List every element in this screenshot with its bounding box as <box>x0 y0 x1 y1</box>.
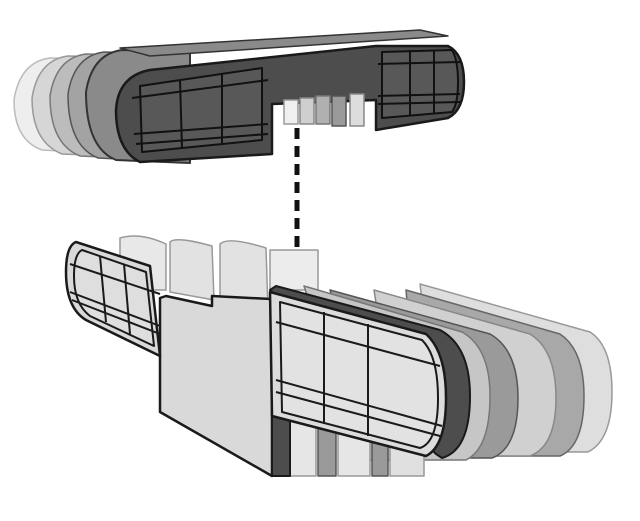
top-upper-edge <box>119 29 449 57</box>
bottom-grid-panel-left <box>64 240 162 358</box>
top-notch-slots <box>283 93 365 127</box>
top-assembly <box>13 29 466 164</box>
back-ghost-panel <box>269 249 319 291</box>
bottom-assembly <box>64 235 613 478</box>
top-grid-panel-right <box>377 49 461 119</box>
back-ghost-tab-2 <box>169 239 215 301</box>
bottom-grid-panel-right <box>268 285 471 459</box>
top-grid-panel-left <box>131 67 269 153</box>
